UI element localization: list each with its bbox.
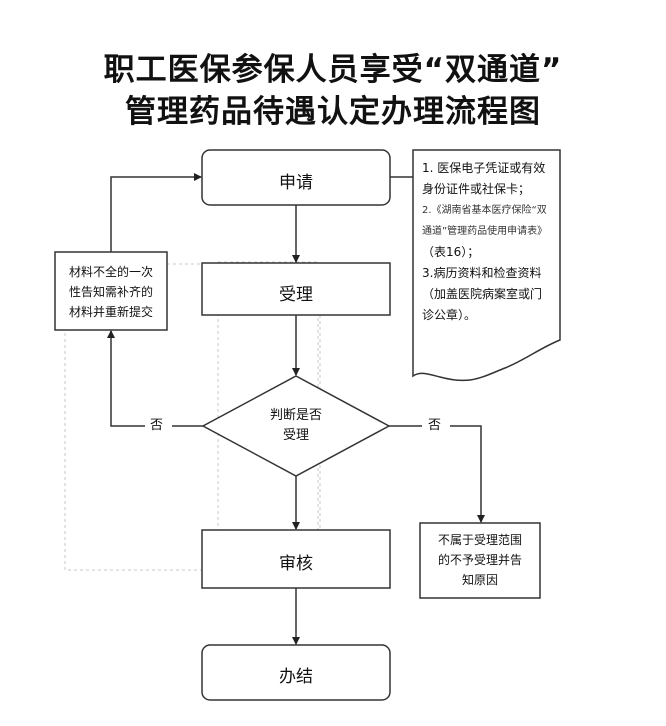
judge-label: 判断是否 受理	[269, 408, 322, 443]
left-note-box	[54, 251, 168, 331]
document-shape	[412, 149, 561, 382]
apply-label: 申请	[279, 173, 313, 193]
arrow-left-note-apply	[110, 173, 202, 252]
right-note-text: 不属于受理范围 的不予受理并告 知原因	[437, 533, 522, 587]
finish-box	[201, 644, 391, 701]
branch-left-seg2	[107, 330, 145, 427]
right-note-box	[419, 522, 541, 599]
edge-label-no-right: 否	[428, 418, 442, 433]
review-label: 审核	[279, 554, 313, 574]
title-line-2: 管理药品待遇认定办理流程图	[125, 94, 541, 130]
branch-right-seg2	[450, 425, 485, 523]
accept-label: 受理	[279, 285, 313, 305]
finish-label: 办结	[279, 667, 313, 687]
left-note-text: 材料不全的一次 性告知需补齐的 材料并重新提交	[68, 265, 153, 319]
document-text: 1. 医保电子凭证或有效 身份证件或社保卡； 2.《湖南省基本医疗保险“双 通道…	[422, 161, 548, 322]
edge-label-no-left: 否	[150, 418, 164, 433]
review-box	[201, 529, 391, 589]
title-line-1: 职工医保参保人员享受“双通道”	[103, 52, 563, 88]
accept-box	[201, 262, 391, 316]
